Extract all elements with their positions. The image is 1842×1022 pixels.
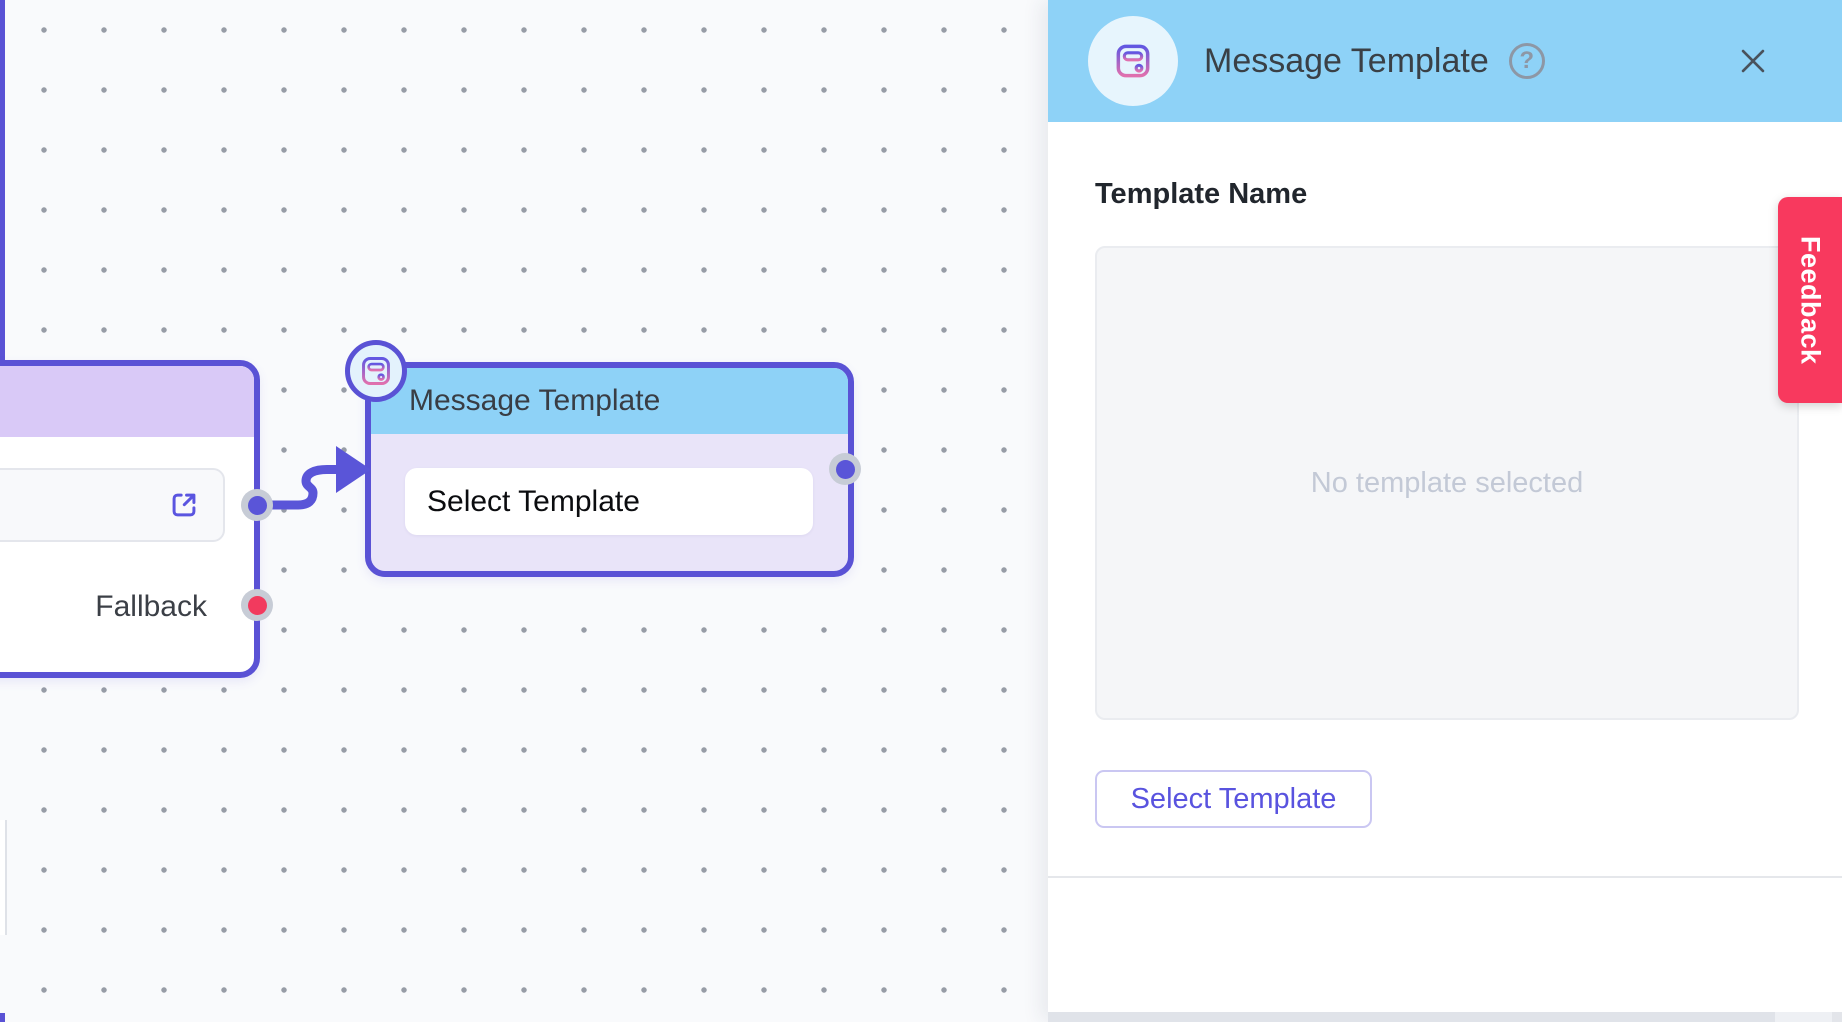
- template-name-label: Template Name: [1095, 178, 1308, 210]
- node-select-template-box[interactable]: Select Template: [405, 468, 813, 535]
- panel-header: Message Template ?: [1048, 0, 1842, 122]
- template-preview-box: No template selected: [1095, 246, 1799, 720]
- fallback-node-output-handle[interactable]: [241, 489, 273, 521]
- message-template-node-badge: [345, 340, 407, 402]
- node-select-template-label: Select Template: [427, 484, 640, 518]
- message-template-node[interactable]: Message Template Select Template: [365, 362, 854, 577]
- help-icon[interactable]: ?: [1508, 43, 1545, 79]
- panel-divider: [1048, 876, 1842, 878]
- feedback-tab[interactable]: Feedback: [1778, 197, 1842, 403]
- message-template-node-header: Message Template: [371, 368, 848, 434]
- horizontal-scrollbar[interactable]: [1048, 1012, 1842, 1022]
- fallback-label: Fallback: [95, 590, 207, 623]
- select-template-button-label: Select Template: [1130, 782, 1337, 815]
- help-glyph: ?: [1519, 47, 1535, 74]
- message-template-panel: Message Template ? Template Name No temp…: [1048, 0, 1842, 1022]
- offscreen-node-fragment: [0, 820, 7, 935]
- feedback-tab-label: Feedback: [1795, 235, 1826, 365]
- template-icon: [1116, 44, 1150, 78]
- offscreen-node-edge: [0, 0, 5, 362]
- scrollbar-gap: [1775, 1012, 1832, 1022]
- template-icon: [362, 357, 390, 385]
- offscreen-node-edge-bottom: [0, 1013, 5, 1022]
- panel-title: Message Template: [1204, 41, 1489, 80]
- close-icon[interactable]: [1736, 44, 1770, 78]
- fallback-output-handle[interactable]: [241, 589, 273, 621]
- empty-state-text: No template selected: [1310, 466, 1584, 499]
- message-template-node-output-handle[interactable]: [829, 453, 861, 485]
- panel-badge: [1088, 16, 1178, 106]
- external-link-icon[interactable]: [167, 488, 201, 522]
- select-template-button[interactable]: Select Template: [1095, 770, 1372, 828]
- scrollbar-corner: [1832, 1012, 1842, 1022]
- output-handle-dot: [835, 459, 855, 479]
- fallback-node-header: [0, 366, 254, 437]
- fallback-node-message-box[interactable]: [0, 468, 225, 542]
- fallback-node[interactable]: Fallback: [0, 360, 260, 678]
- message-template-node-title: Message Template: [409, 384, 661, 417]
- fallback-handle-dot: [247, 595, 267, 615]
- output-handle-dot: [247, 495, 267, 515]
